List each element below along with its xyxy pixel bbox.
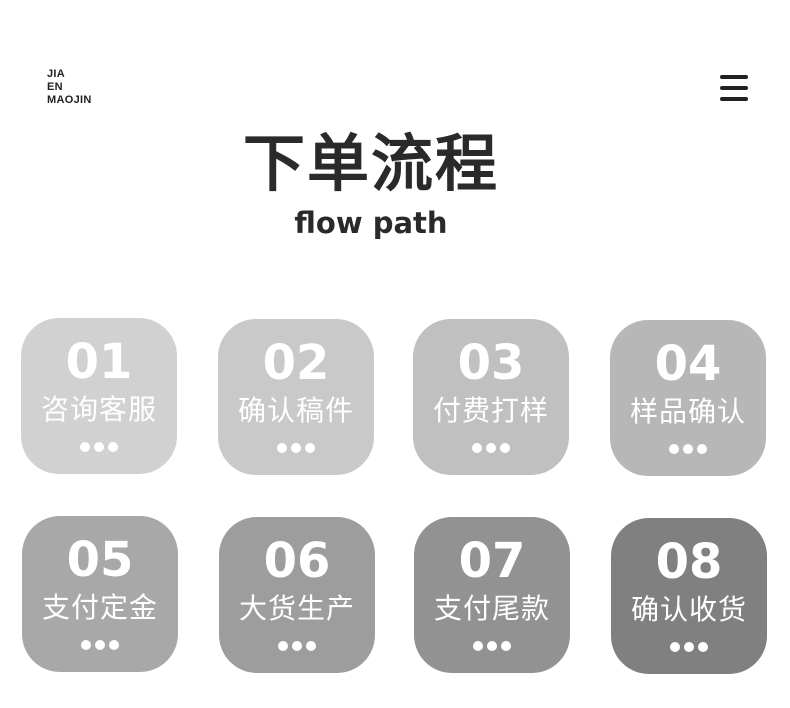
step-label: 确认收货 <box>630 593 747 626</box>
step-label: 支付定金 <box>41 591 158 624</box>
step-tile-04[interactable]: 04 样品确认 <box>610 320 766 476</box>
step-tile-05[interactable]: 05 支付定金 <box>22 516 178 672</box>
step-number: 06 <box>263 533 331 589</box>
step-tile-01[interactable]: 01 咨询客服 <box>21 318 177 474</box>
step-number: 07 <box>458 533 526 589</box>
step-tile-06[interactable]: 06 大货生产 <box>219 517 375 673</box>
ellipsis-icon <box>22 640 178 650</box>
step-label: 咨询客服 <box>40 393 157 426</box>
step-tile-08[interactable]: 08 确认收货 <box>611 518 767 674</box>
step-label: 大货生产 <box>238 592 355 625</box>
menu-icon-bar <box>720 75 748 79</box>
page-subtitle: flow path <box>294 206 448 240</box>
ellipsis-icon <box>611 642 767 652</box>
step-label: 确认稿件 <box>237 394 354 427</box>
ellipsis-icon <box>218 443 374 453</box>
step-label: 支付尾款 <box>433 592 550 625</box>
step-tile-07[interactable]: 07 支付尾款 <box>414 517 570 673</box>
ellipsis-icon <box>414 641 570 651</box>
ellipsis-icon <box>413 443 569 453</box>
ellipsis-icon <box>21 442 177 452</box>
menu-icon-bar <box>720 86 748 90</box>
step-label: 样品确认 <box>629 395 746 428</box>
brand-logo-line-2: EN <box>47 81 63 93</box>
brand-logo-line-1: JIA <box>47 68 66 80</box>
step-number: 04 <box>654 336 722 392</box>
step-number: 08 <box>655 534 723 590</box>
step-tile-03[interactable]: 03 付费打样 <box>413 319 569 475</box>
ellipsis-icon <box>610 444 766 454</box>
step-number: 05 <box>66 532 134 588</box>
step-tile-02[interactable]: 02 确认稿件 <box>218 319 374 475</box>
step-number: 03 <box>457 335 525 391</box>
menu-icon[interactable] <box>720 75 748 101</box>
step-label: 付费打样 <box>432 394 549 427</box>
step-number: 01 <box>65 334 133 390</box>
page-title: 下单流程 <box>242 127 499 200</box>
brand-logo[interactable]: JIA EN MAOJIN <box>47 68 92 107</box>
menu-icon-bar <box>720 97 748 101</box>
brand-logo-line-3: MAOJIN <box>47 94 92 106</box>
step-number: 02 <box>262 335 330 391</box>
ellipsis-icon <box>219 641 375 651</box>
